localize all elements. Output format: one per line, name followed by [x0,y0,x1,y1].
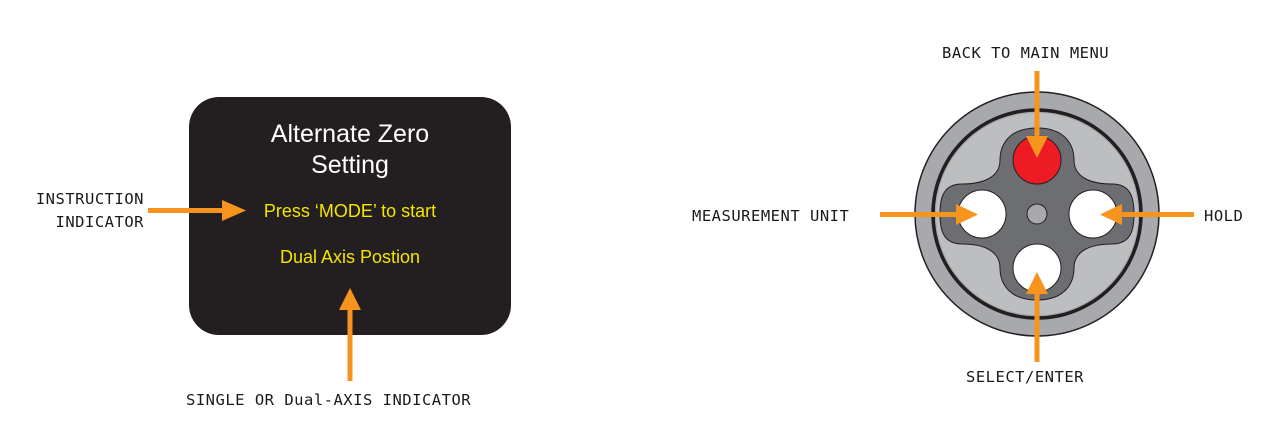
display-screen: Alternate Zero Setting Press ‘MODE’ to s… [189,97,511,335]
axis-arrow [339,288,361,381]
keypad [914,91,1160,337]
instruction-text: Press ‘MODE’ to start [263,201,437,221]
screen-title: Alternate Zero Setting [270,120,430,179]
back-arrow [1026,71,1048,158]
instruction-arrow [148,200,246,221]
measurement-unit-label: MEASUREMENT UNIT [692,207,850,225]
select-enter-label: SELECT/ENTER [966,368,1084,386]
measurement-arrow [880,204,978,225]
hold-arrow [1100,204,1194,225]
axis-indicator-label: SINGLE OR Dual-AXIS INDICATOR [186,391,472,409]
instruction-indicator-label: INSTRUCTION INDICATOR [35,190,144,231]
axis-mode-text: Dual Axis Postion [279,247,421,267]
back-to-main-menu-label: BACK TO MAIN MENU [942,44,1110,62]
hold-label: HOLD [1204,207,1244,225]
select-arrow [1026,272,1048,362]
center-dot [1026,203,1048,225]
